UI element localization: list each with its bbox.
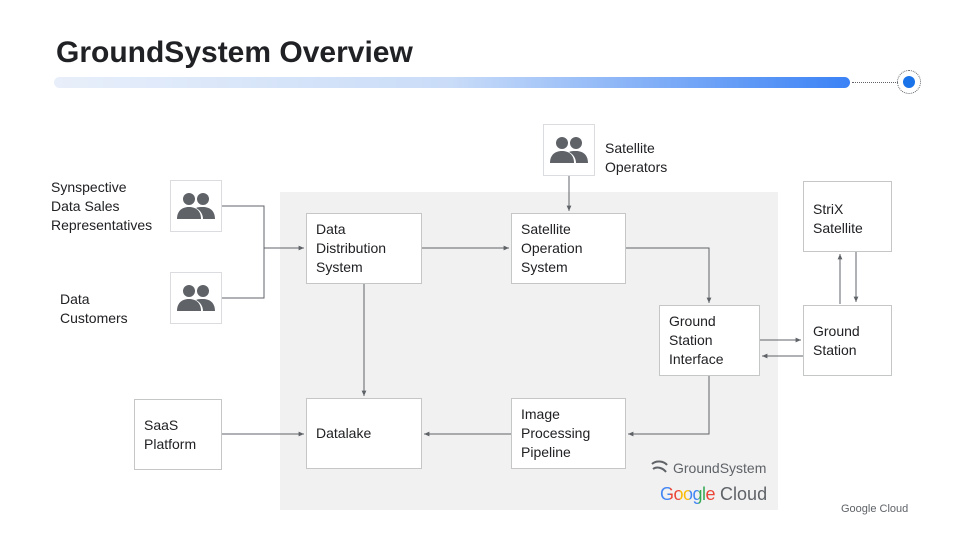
- connector-sales-reps: [222, 205, 304, 251]
- groundsystem-brand: GroundSystem: [650, 460, 766, 476]
- footer-google-cloud-logo: Google Cloud: [841, 503, 909, 515]
- groundsystem-brand-text: GroundSystem: [673, 460, 767, 476]
- ground-station-interface-box: Ground Station Interface: [659, 305, 760, 376]
- title-dot-icon: [903, 76, 915, 88]
- people-icon: [177, 285, 215, 311]
- slide-title: GroundSystem Overview: [56, 36, 413, 69]
- satellite-operators-label: Satellite Operators: [605, 140, 668, 175]
- ground-station-label: Ground Station: [813, 322, 860, 358]
- people-icon: [177, 193, 215, 219]
- satellite-operators-icon-box: [543, 124, 595, 176]
- connector-gsi-to-ipp: [628, 376, 710, 437]
- sales-reps-label: Synspective Data Sales Representatives: [51, 179, 153, 233]
- ground-station-box: Ground Station: [803, 305, 892, 376]
- saas-platform-label: SaaS Platform: [144, 416, 197, 452]
- connector-sos-to-gsi: [626, 247, 712, 303]
- people-icon: [550, 137, 588, 163]
- title-ring-icon: [897, 70, 921, 94]
- saas-platform-box: SaaS Platform: [134, 399, 222, 470]
- cloud-wordmark: Cloud: [720, 484, 768, 504]
- data-customers-icon-box: [170, 272, 222, 324]
- datalake-box: Datalake: [306, 398, 422, 469]
- google-cloud-brand: Google Cloud: [660, 484, 767, 505]
- sales-reps-icon-box: [170, 180, 222, 232]
- groundsystem-logo-icon: [651, 460, 668, 473]
- satellite-operation-system-box: Satellite Operation System: [511, 213, 626, 284]
- title-gradient-bar: [54, 77, 850, 88]
- image-processing-pipeline-box: Image Processing Pipeline: [511, 398, 626, 469]
- data-distribution-system-box: Data Distribution System: [306, 213, 422, 284]
- title-dotted-line: [852, 82, 898, 83]
- datalake-label: Datalake: [316, 425, 372, 441]
- connector-data-customers: [222, 248, 265, 299]
- data-customers-label: Data Customers: [60, 291, 128, 326]
- google-wordmark: Google: [660, 484, 716, 504]
- strix-satellite-box: StriX Satellite: [803, 181, 892, 252]
